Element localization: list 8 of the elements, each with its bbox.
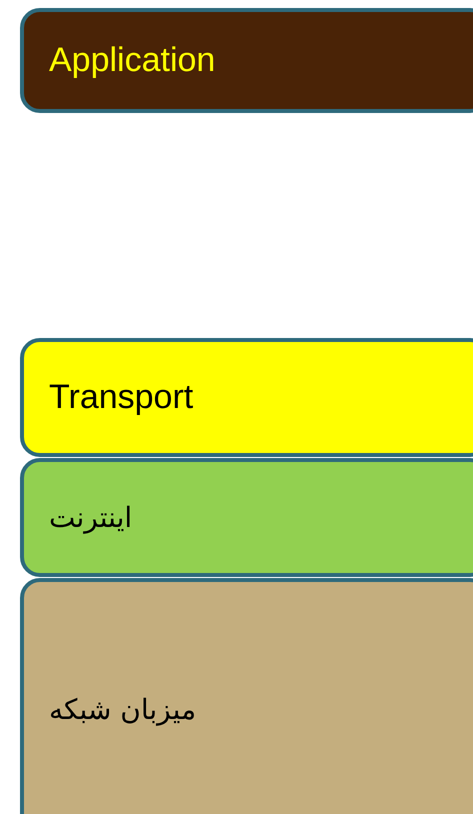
layer-box: [20, 338, 473, 457]
layer-label: میزبان شبکه: [49, 692, 196, 726]
layer-label: Transport: [49, 378, 194, 417]
layer-box: [20, 8, 473, 113]
layer-label: اینترنت: [49, 501, 132, 534]
layer-box: [20, 458, 473, 577]
layer-label: Application: [49, 41, 216, 80]
layer-box: [20, 578, 473, 814]
